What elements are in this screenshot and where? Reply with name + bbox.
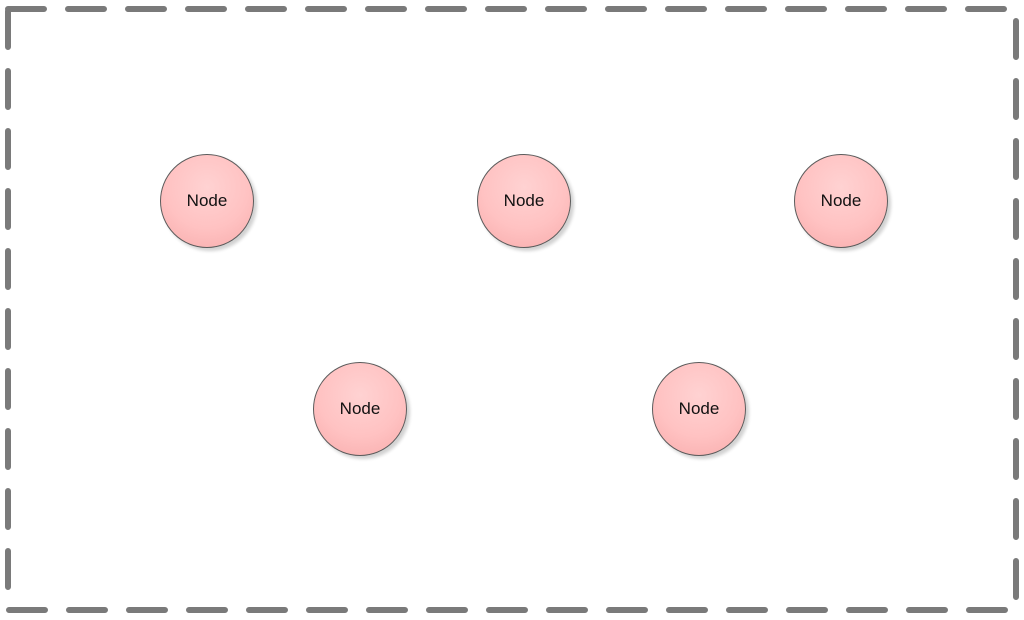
node-4[interactable]: Node — [313, 362, 407, 456]
node-5[interactable]: Node — [652, 362, 746, 456]
node-2[interactable]: Node — [477, 154, 571, 248]
node-label: Node — [820, 191, 862, 210]
node-3[interactable]: Node — [794, 154, 888, 248]
node-label: Node — [339, 399, 381, 418]
node-label: Node — [186, 191, 228, 210]
node-label: Node — [503, 191, 545, 210]
node-label: Node — [678, 399, 720, 418]
node-1[interactable]: Node — [160, 154, 254, 248]
